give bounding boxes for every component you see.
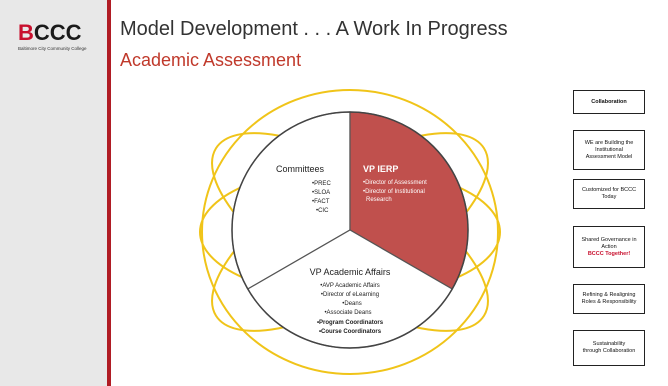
side-box-customized: Customized for BCCC Today <box>573 179 645 209</box>
side-box-governance: Shared Governance in Action BCCC Togethe… <box>573 226 645 268</box>
orbit-ring <box>201 89 499 375</box>
academic-item: •Program Coordinators <box>317 320 384 326</box>
academic-item: •AVP Academic Affairs <box>320 283 379 289</box>
logo-tagline: Baltimore City Community College <box>18 46 87 51</box>
side-box-collaboration: Collaboration <box>573 90 645 114</box>
committee-item: •FACT <box>312 199 330 205</box>
committees-heading: Committees <box>276 164 325 174</box>
page-title: Model Development . . . A Work In Progre… <box>120 18 508 40</box>
side-box-building: WE are Building the Institutional Assess… <box>573 130 645 170</box>
academic-item: •Deans <box>342 301 361 307</box>
committee-item: •SLOA <box>312 190 330 196</box>
committee-item: •CIC <box>316 208 329 214</box>
ierp-item: •Director of Institutional <box>363 189 425 195</box>
academic-item: •Director of eLearning <box>321 292 379 298</box>
bccc-logo: BCCC Baltimore City Community College <box>18 22 94 52</box>
academic-item: •Course Coordinators <box>319 329 382 335</box>
academic-heading: VP Academic Affairs <box>310 267 391 277</box>
ierp-item: Research <box>366 197 392 203</box>
side-box-sustainability: Sustainability through Collaboration <box>573 330 645 366</box>
ierp-heading: VP IERP <box>363 164 398 174</box>
ierp-item: •Director of Assessment <box>363 180 427 186</box>
left-sidebar <box>0 0 107 386</box>
committee-item: •PREC <box>312 181 331 187</box>
accent-divider <box>107 0 111 386</box>
side-box-refining: Refining & Realigning Roles & Responsibi… <box>573 284 645 314</box>
page-subtitle: Academic Assessment <box>120 50 302 70</box>
academic-item: •Associate Deans <box>324 310 371 316</box>
